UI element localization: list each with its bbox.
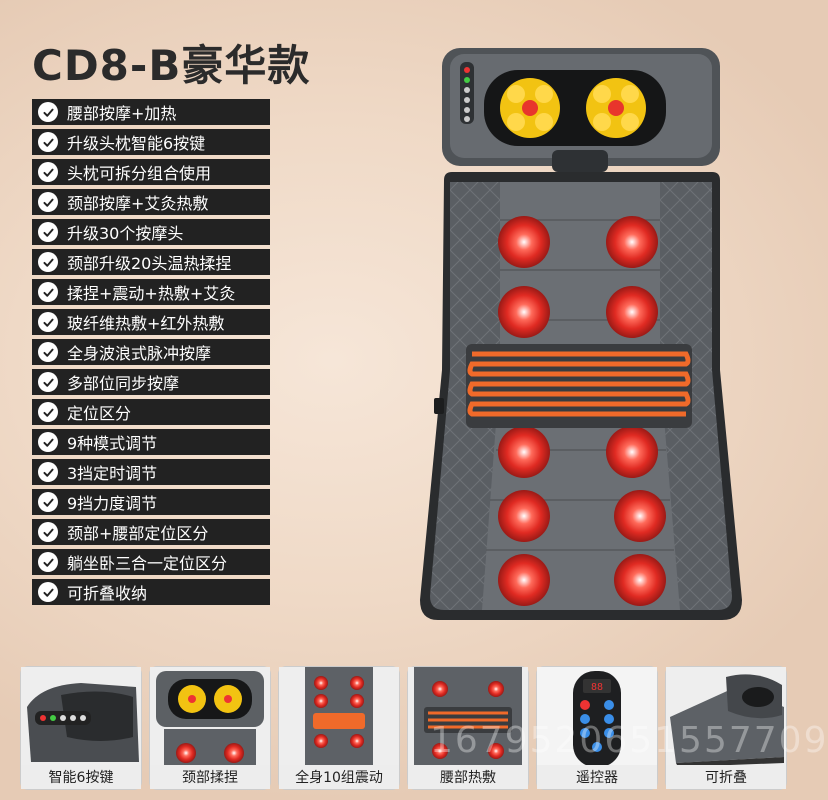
feature-label: 可折叠收纳 — [67, 584, 148, 603]
thumbnail-caption: 可折叠 — [666, 765, 786, 789]
feature-item: 9挡力度调节 — [32, 489, 270, 515]
thumbnail-foldable[interactable]: 可折叠 — [665, 666, 787, 790]
feature-item: 腰部按摩+加热 — [32, 99, 270, 125]
feature-label: 定位区分 — [67, 404, 132, 423]
remote-control-icon: 88 — [537, 667, 657, 767]
feature-label: 多部位同步按摩 — [67, 374, 180, 393]
feature-item: 躺坐卧三合一定位区分 — [32, 549, 270, 575]
feature-list: 腰部按摩+加热升级头枕智能6按键头枕可拆分组合使用颈部按摩+艾灸热敷升级30个按… — [32, 99, 270, 609]
feature-label: 颈部按摩+艾灸热敷 — [67, 194, 209, 213]
heat-node-icon — [498, 216, 666, 606]
feature-item: 头枕可拆分组合使用 — [32, 159, 270, 185]
checkmark-icon — [38, 462, 58, 482]
thumbnail-remote[interactable]: 88 遥控器 — [536, 666, 658, 790]
page-title: CD8-B豪华款 — [32, 41, 311, 90]
thumbnail-caption: 颈部揉捏 — [150, 765, 270, 789]
checkmark-icon — [38, 192, 58, 212]
remote-display: 88 — [591, 682, 603, 693]
feature-item: 升级头枕智能6按键 — [32, 129, 270, 155]
feature-item: 可折叠收纳 — [32, 579, 270, 605]
checkmark-icon — [38, 282, 58, 302]
checkmark-icon — [38, 102, 58, 122]
feature-item: 多部位同步按摩 — [32, 369, 270, 395]
lumbar-heating-pad-icon — [466, 344, 692, 428]
feature-label: 9挡力度调节 — [67, 494, 158, 513]
checkmark-icon — [38, 402, 58, 422]
control-buttons-icon — [460, 62, 474, 124]
feature-item: 全身波浪式脉冲按摩 — [32, 339, 270, 365]
neck-roller-left-icon — [500, 78, 560, 138]
feature-label: 揉捏+震动+热敷+艾灸 — [67, 284, 236, 303]
lumbar-heat-icon — [408, 667, 528, 767]
feature-label: 躺坐卧三合一定位区分 — [67, 554, 228, 573]
feature-label: 腰部按摩+加热 — [67, 104, 177, 123]
feature-item: 升级30个按摩头 — [32, 219, 270, 245]
feature-label: 颈部+腰部定位区分 — [67, 524, 209, 543]
feature-item: 颈部+腰部定位区分 — [32, 519, 270, 545]
thumbnail-body-vibration[interactable]: 全身10组震动 — [278, 666, 400, 790]
checkmark-icon — [38, 222, 58, 242]
feature-item: 颈部按摩+艾灸热敷 — [32, 189, 270, 215]
thumbnail-lumbar-heat[interactable]: 腰部热敷 — [407, 666, 529, 790]
folded-mat-icon — [666, 667, 786, 767]
thumbnail-caption: 智能6按键 — [21, 765, 141, 789]
checkmark-icon — [38, 432, 58, 452]
feature-item: 定位区分 — [32, 399, 270, 425]
feature-label: 头枕可拆分组合使用 — [67, 164, 212, 183]
thumbnail-caption: 遥控器 — [537, 765, 657, 789]
feature-item: 玻纤维热敷+红外热敷 — [32, 309, 270, 335]
checkmark-icon — [38, 132, 58, 152]
feature-item: 颈部升级20头温热揉捏 — [32, 249, 270, 275]
checkmark-icon — [38, 252, 58, 272]
feature-label: 9种模式调节 — [67, 434, 158, 453]
feature-item: 9种模式调节 — [32, 429, 270, 455]
feature-label: 玻纤维热敷+红外热敷 — [67, 314, 225, 333]
headrest-buttons-icon — [21, 667, 141, 767]
thumbnail-strip: 智能6按键 颈部揉捏 全身10组震动 — [20, 666, 787, 792]
watermark: 1679520651557709 — [430, 720, 828, 761]
checkmark-icon — [38, 312, 58, 332]
feature-label: 升级30个按摩头 — [67, 224, 184, 243]
thumbnail-neck-kneading[interactable]: 颈部揉捏 — [149, 666, 271, 790]
feature-item: 3挡定时调节 — [32, 459, 270, 485]
feature-label: 颈部升级20头温热揉捏 — [67, 254, 232, 273]
thumbnail-smart-buttons[interactable]: 智能6按键 — [20, 666, 142, 790]
neck-roller-right-icon — [586, 78, 646, 138]
feature-label: 全身波浪式脉冲按摩 — [67, 344, 212, 363]
feature-label: 升级头枕智能6按键 — [67, 134, 206, 153]
checkmark-icon — [38, 522, 58, 542]
checkmark-icon — [38, 552, 58, 572]
checkmark-icon — [38, 162, 58, 182]
thumbnail-caption: 全身10组震动 — [279, 765, 399, 789]
neck-rollers-icon — [150, 667, 270, 767]
feature-item: 揉捏+震动+热敷+艾灸 — [32, 279, 270, 305]
body-vibration-icon — [279, 667, 399, 767]
massage-mat-illustration — [420, 48, 742, 620]
feature-label: 3挡定时调节 — [67, 464, 158, 483]
checkmark-icon — [38, 372, 58, 392]
checkmark-icon — [38, 492, 58, 512]
checkmark-icon — [38, 582, 58, 602]
thumbnail-caption: 腰部热敷 — [408, 765, 528, 789]
checkmark-icon — [38, 342, 58, 362]
